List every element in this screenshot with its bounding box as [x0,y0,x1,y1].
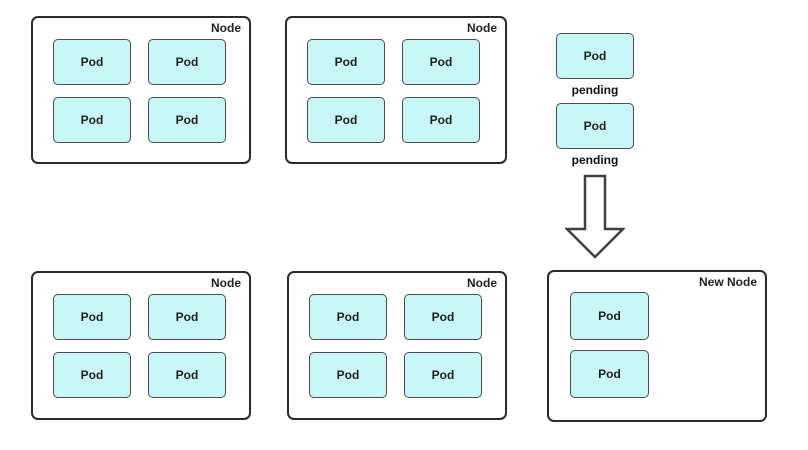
pod-box: Pod [570,350,649,398]
pod-box: Pod [53,294,131,340]
node-box: Node Pod Pod Pod Pod [285,16,507,164]
pod-box: Pod [404,352,482,398]
pod-box: Pod [148,352,226,398]
node-label: Node [211,276,241,290]
pending-pod-box: Pod [556,103,634,149]
pod-box: Pod [402,97,480,143]
pod-box: Pod [53,39,131,85]
down-arrow-icon [563,174,627,260]
node-label: Node [467,21,497,35]
pending-status-label: pending [571,83,619,97]
pod-box: Pod [402,39,480,85]
pending-status-label: pending [571,153,619,167]
node-label: Node [211,21,241,35]
pod-box: Pod [148,39,226,85]
new-node-label: New Node [698,275,757,289]
node-box: Node Pod Pod Pod Pod [31,271,251,420]
pod-box: Pod [307,97,385,143]
pod-box: Pod [53,352,131,398]
pod-box: Pod [570,292,649,340]
node-box: Node Pod Pod Pod Pod [287,271,507,420]
pod-box: Pod [309,352,387,398]
pod-box: Pod [148,294,226,340]
new-node-box: New Node Pod Pod [547,270,767,422]
node-box: Node Pod Pod Pod Pod [31,16,251,164]
node-label: Node [467,276,497,290]
pod-box: Pod [309,294,387,340]
pod-box: Pod [148,97,226,143]
pod-box: Pod [404,294,482,340]
pod-box: Pod [53,97,131,143]
pod-box: Pod [307,39,385,85]
pending-pod-box: Pod [556,33,634,79]
